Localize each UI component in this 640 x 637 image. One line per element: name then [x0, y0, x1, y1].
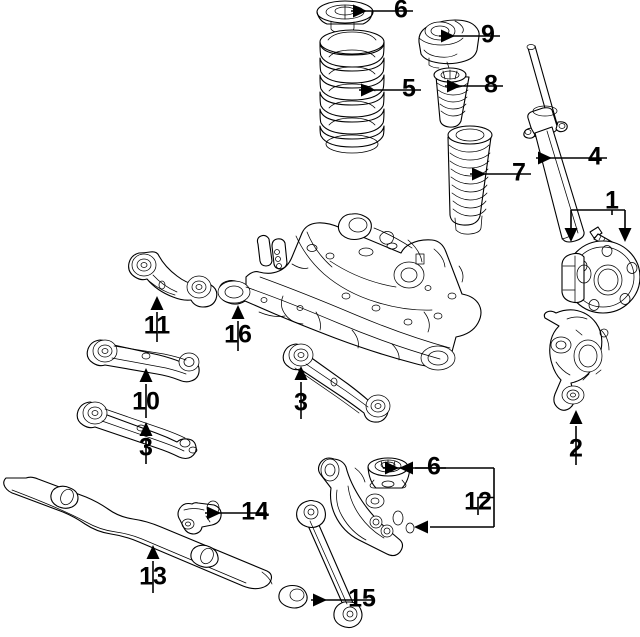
part-shock-dust-boot — [447, 125, 493, 235]
part-rear-subframe — [217, 213, 482, 371]
callout-dust-cover-boot[interactable]: 7 — [470, 159, 531, 187]
callout-arrowhead — [569, 410, 583, 424]
callout-wheel-hub-and-bolt[interactable]: 1 — [564, 187, 632, 242]
part-coil-spring — [319, 29, 385, 154]
callout-number-upper-control-arm: 11 — [144, 312, 171, 340]
callout-lateral-control-arm-lower[interactable]: 3 — [139, 422, 153, 464]
callout-lower-control-arm-assembly[interactable]: 12 — [399, 461, 495, 534]
callout-stabilizer-bar-bracket[interactable]: 14 — [205, 498, 269, 526]
callout-arrowhead — [414, 520, 428, 534]
callout-arrowhead — [139, 368, 153, 382]
callout-number-shock-absorber: 4 — [588, 143, 602, 171]
part-rear-knuckle — [543, 309, 610, 411]
callout-arrowhead — [441, 29, 455, 43]
callout-arrowhead — [385, 461, 399, 475]
callout-arrowhead — [353, 4, 367, 18]
part-spring-upper-seat — [316, 0, 374, 33]
callout-arrowhead — [618, 228, 632, 242]
part-lower-control-arm — [317, 457, 415, 557]
callout-arrowhead — [313, 593, 327, 607]
callout-spring-seat-upper[interactable]: 6 — [351, 0, 413, 24]
callout-number-trailing-arm: 10 — [132, 388, 160, 416]
callout-number-bump-stop: 8 — [484, 71, 498, 99]
callout-lateral-control-arm-upper[interactable]: 3 — [294, 366, 308, 419]
callout-coil-spring[interactable]: 5 — [359, 75, 421, 103]
part-shock-absorber — [523, 44, 585, 243]
callout-number-lower-control-arm-assembly: 12 — [464, 488, 492, 516]
part-stabilizer-link — [296, 499, 363, 629]
callout-shock-upper-mount[interactable]: 9 — [439, 21, 500, 49]
part-bump-stop — [433, 67, 470, 128]
callout-stem — [477, 496, 494, 515]
callout-arrowhead — [146, 545, 160, 559]
callout-rear-knuckle[interactable]: 2 — [569, 410, 583, 465]
callout-number-lateral-control-arm-lower: 3 — [139, 434, 153, 462]
callout-arrowhead — [472, 167, 486, 181]
part-trailing-arm — [86, 339, 200, 383]
callout-arrowhead — [150, 296, 164, 310]
part-lateral-arm-center — [282, 343, 391, 423]
callout-arrowhead — [538, 151, 552, 165]
part-stabilizer-bar — [3, 476, 308, 609]
part-wheel-hub-bearing — [561, 240, 640, 314]
callout-shock-absorber[interactable]: 4 — [536, 143, 607, 171]
callout-number-stabilizer-bar: 13 — [139, 563, 167, 591]
callout-arrowhead — [361, 83, 375, 97]
callout-bump-stop[interactable]: 8 — [445, 71, 503, 99]
callout-spring-seat-lower[interactable]: 6 — [383, 453, 446, 481]
callout-arrowhead — [294, 366, 308, 380]
callout-number-rear-subframe-crossmember: 16 — [224, 321, 252, 349]
callout-number-stabilizer-bar-bracket: 14 — [241, 498, 269, 526]
callout-stabilizer-link[interactable]: 15 — [311, 585, 376, 613]
callout-number-lateral-control-arm-upper: 3 — [294, 389, 308, 417]
callout-upper-control-arm[interactable]: 11 — [144, 296, 171, 342]
callout-number-shock-upper-mount: 9 — [481, 21, 495, 49]
part-shock-upper-mount — [418, 19, 480, 69]
callout-arrowhead — [231, 305, 245, 319]
callout-stabilizer-bar[interactable]: 13 — [139, 545, 167, 593]
part-spring-lower-seat — [367, 457, 411, 489]
callout-number-rear-knuckle: 2 — [569, 435, 583, 463]
callout-trailing-arm[interactable]: 10 — [132, 368, 160, 418]
part-upper-control-arm — [128, 251, 218, 308]
callout-number-stabilizer-link: 15 — [348, 585, 376, 613]
callout-arrowhead — [399, 461, 413, 475]
callout-arrowhead — [564, 228, 578, 242]
callout-number-wheel-hub-and-bolt: 1 — [605, 187, 619, 215]
callout-number-spring-seat-upper: 6 — [394, 0, 408, 24]
callout-arrowhead — [447, 79, 461, 93]
callout-rear-subframe-crossmember[interactable]: 16 — [224, 305, 252, 351]
part-stabilizer-bracket — [177, 500, 222, 535]
callout-number-coil-spring: 5 — [402, 75, 416, 103]
callout-arrowhead — [207, 506, 221, 520]
callout-arrowhead — [139, 422, 153, 436]
callout-number-spring-seat-lower: 6 — [427, 453, 441, 481]
callout-number-dust-cover-boot: 7 — [512, 159, 526, 187]
